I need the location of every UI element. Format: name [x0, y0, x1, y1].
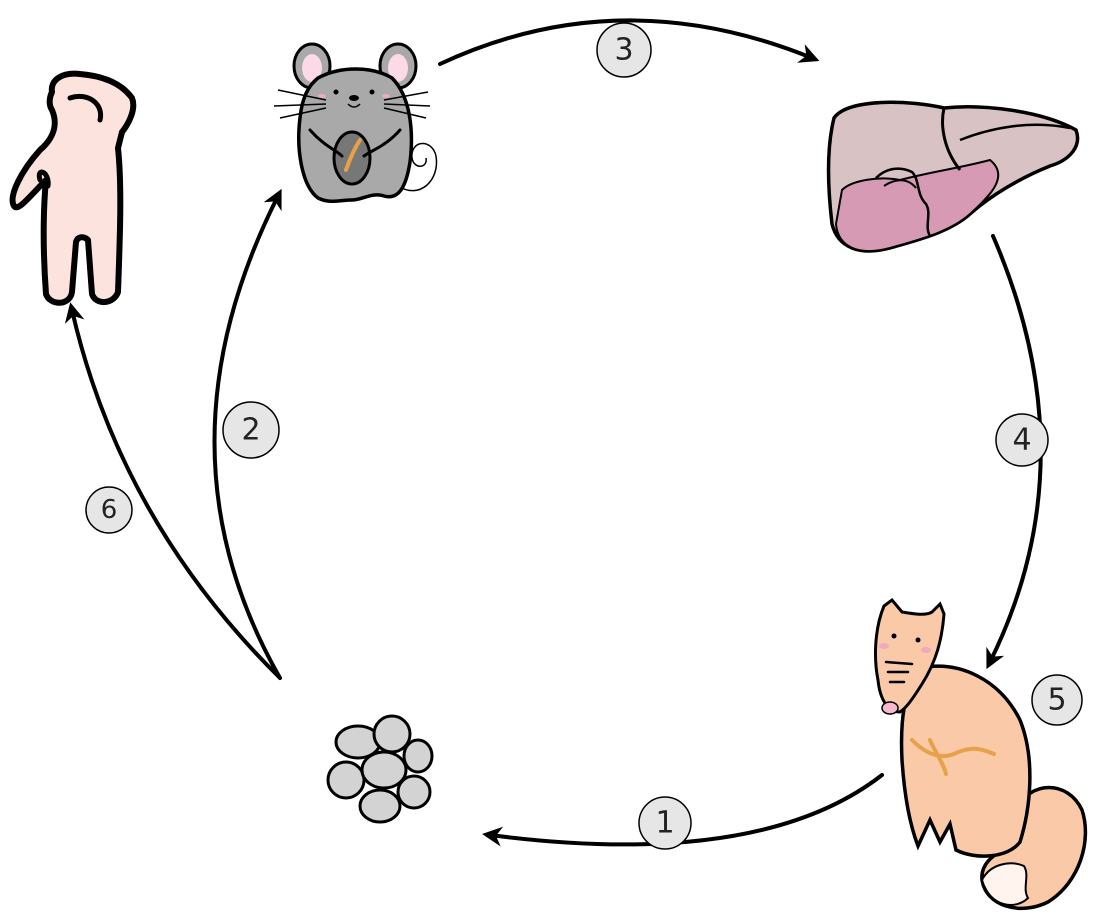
arrow-step-1 — [482, 773, 884, 847]
cycle-arrows — [64, 18, 1043, 847]
step-label: 6 — [101, 495, 118, 525]
arrow-step-3 — [438, 18, 820, 66]
step-badge-1: 1 — [638, 796, 692, 850]
step-label: 4 — [1012, 423, 1031, 458]
step-label: 1 — [655, 806, 674, 841]
step-badge-3: 3 — [596, 22, 652, 78]
mouse-icon — [273, 42, 438, 204]
step-badge-5: 5 — [1031, 674, 1083, 726]
step-label: 5 — [1047, 683, 1066, 718]
step-label: 2 — [241, 413, 260, 448]
egg-cluster-icon — [326, 714, 434, 824]
fox-icon — [874, 597, 1088, 911]
arrow-step-6 — [64, 302, 282, 680]
human-icon — [9, 70, 137, 306]
liver-icon — [826, 100, 1080, 253]
arrow-step-2 — [212, 188, 282, 680]
step-badge-4: 4 — [995, 413, 1049, 467]
step-label: 3 — [614, 33, 633, 68]
step-badge-2: 2 — [222, 401, 280, 459]
step-badge-6: 6 — [85, 486, 133, 534]
